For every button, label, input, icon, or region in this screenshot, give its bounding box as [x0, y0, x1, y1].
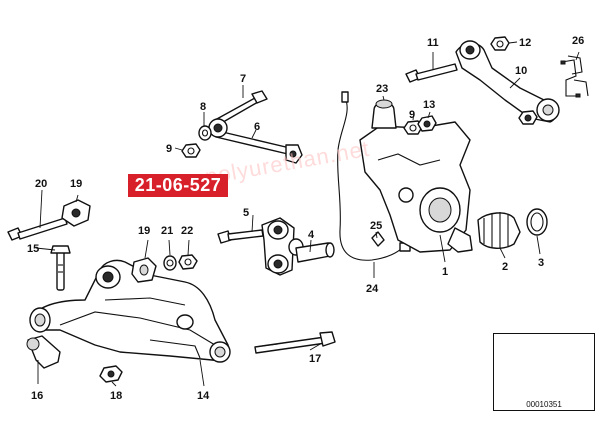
nut-12-part	[490, 36, 510, 51]
callout-20: 20	[35, 178, 47, 190]
washer-21-part	[163, 255, 177, 271]
callout-13: 13	[423, 99, 435, 111]
callout-12: 12	[519, 37, 531, 49]
callout-19-upper: 19	[70, 178, 82, 190]
nut-18-part	[99, 365, 123, 383]
callout-9-left: 9	[166, 143, 172, 155]
callout-3: 3	[538, 257, 544, 269]
bolt-17-part	[254, 331, 336, 354]
nut-10-part	[518, 110, 538, 125]
callout-7: 7	[240, 73, 246, 85]
part-number-badge: 21-06-527	[128, 174, 228, 197]
callout-1: 1	[442, 266, 448, 278]
callout-11: 11	[427, 37, 439, 49]
bump-stop-23-part	[371, 99, 397, 129]
callout-16: 16	[31, 390, 43, 402]
wheel-carrier-part	[359, 121, 473, 253]
link-6-part	[208, 118, 303, 164]
bolt-20-part	[7, 217, 68, 241]
drawing-number: 00010351	[526, 400, 562, 409]
bolt-11-part	[405, 63, 458, 83]
bushing-16-part	[26, 335, 61, 369]
rear-subframe-part	[29, 259, 231, 363]
callout-14: 14	[197, 390, 210, 402]
nut-22-part	[178, 254, 198, 270]
callout-labels: 1 2 3 4 5 6 7 8 9 9 10 11 12 13 14 15 16…	[27, 35, 584, 402]
callout-22: 22	[181, 225, 193, 237]
callout-23: 23	[376, 83, 388, 95]
bracket-19-lower-part	[131, 257, 157, 283]
nut-9-left-part	[181, 143, 201, 158]
callout-18: 18	[110, 390, 122, 402]
callout-8: 8	[200, 101, 206, 113]
callout-19-lower: 19	[138, 225, 150, 237]
callout-5: 5	[243, 207, 249, 219]
callout-21: 21	[161, 225, 173, 237]
boot-2-part	[477, 212, 521, 249]
bolt-15-part	[50, 245, 71, 291]
nut-13-part	[417, 115, 437, 132]
bracket-19-upper-part	[61, 199, 91, 227]
leader-lines	[35, 41, 580, 387]
callout-24: 24	[366, 283, 379, 295]
callout-2: 2	[502, 261, 508, 273]
ring-3-part	[526, 208, 548, 236]
callout-17: 17	[309, 353, 321, 365]
link-bushing-part	[261, 217, 304, 276]
clips-26-part	[560, 55, 589, 98]
callout-10: 10	[515, 65, 527, 77]
washer-8-part	[198, 125, 212, 141]
callout-6: 6	[254, 121, 260, 133]
sleeve-4-part	[295, 242, 335, 263]
upper-arm-10-part	[455, 40, 560, 123]
callout-26: 26	[572, 35, 584, 47]
callout-25: 25	[370, 220, 382, 232]
callout-4: 4	[308, 229, 315, 241]
clip-25-part	[371, 231, 385, 247]
inset-thumbnail-box: 00010351	[493, 333, 595, 411]
bolt-5-part	[217, 229, 264, 244]
callout-15: 15	[27, 243, 39, 255]
callout-9-right: 9	[409, 109, 415, 121]
